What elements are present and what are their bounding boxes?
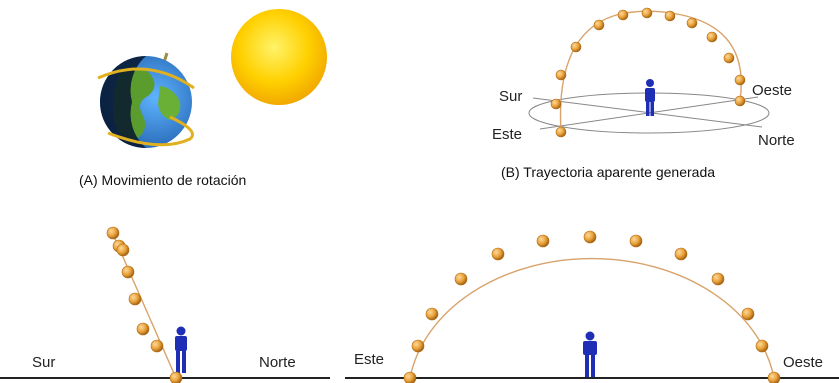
c-sun-position-3 [116,243,130,257]
c-sun-position-5 [128,292,142,306]
sun-icon [231,9,327,105]
b-sun-position-12 [734,74,746,86]
person-icon-c [175,326,187,373]
d-sun-position-7 [583,230,597,244]
d-sun-position-11 [741,307,755,321]
label-este-d: Este [354,351,385,368]
d-sun-position-5 [491,247,505,261]
b-sun-position-3 [555,69,567,81]
d-sun-position-9 [674,247,688,261]
earth-globe-icon [100,56,192,148]
b-sun-position-11 [723,52,735,64]
side-view-illustration [0,226,330,383]
person-icon-b [645,79,655,116]
rotation-illustration [97,9,327,148]
d-sun-position-10 [711,272,725,286]
label-sur-c: Sur [32,354,56,371]
trajectory-illustration [528,7,770,138]
d-sun-position-12 [755,339,769,353]
panel-trajectory: Sur Este Oeste Norte (B) Trayectoria apa… [420,0,839,200]
b-sun-position-7 [641,7,653,19]
d-sun-position-3 [425,307,439,321]
b-sun-position-5 [593,19,605,31]
panel-front-view: Este Oeste [340,200,839,383]
label-norte-b: Norte [758,132,795,149]
c-sun-position-6 [136,322,150,336]
c-sun-position-1 [106,226,120,240]
label-este-b: Este [492,126,523,143]
caption-trajectory: (B) Trayectoria aparente generada [501,164,716,180]
b-sun-position-13 [734,95,746,107]
rotation-arrow-ring [97,67,195,90]
label-oeste-b: Oeste [752,82,793,99]
label-oeste-d: Oeste [783,354,824,371]
front-view-illustration [345,230,839,383]
panel-side-view: Sur Norte [0,200,340,383]
c-sun-position-7 [150,339,164,353]
b-sun-position-9 [686,17,698,29]
sun-path-line-c [111,231,177,379]
b-sun-position-6 [617,9,629,21]
b-sun-position-2 [550,98,562,110]
b-sun-position-10 [706,31,718,43]
d-sun-position-2 [411,339,425,353]
d-sun-position-13 [767,371,781,383]
c-sun-position-4 [121,265,135,279]
label-sur-b: Sur [499,88,523,105]
sun-path-arc-d [409,257,775,379]
d-sun-position-4 [454,272,468,286]
b-sun-position-4 [570,41,582,53]
caption-rotation: (A) Movimiento de rotación [79,172,247,188]
b-sun-position-8 [664,10,676,22]
c-sun-position-8 [169,371,183,383]
b-sun-position-1 [555,126,567,138]
person-icon-d [583,331,597,377]
d-sun-position-8 [629,234,643,248]
d-sun-position-1 [403,371,417,383]
d-sun-position-6 [536,234,550,248]
panel-rotation: (A) Movimiento de rotación [0,0,420,200]
label-norte-c: Norte [259,354,296,371]
